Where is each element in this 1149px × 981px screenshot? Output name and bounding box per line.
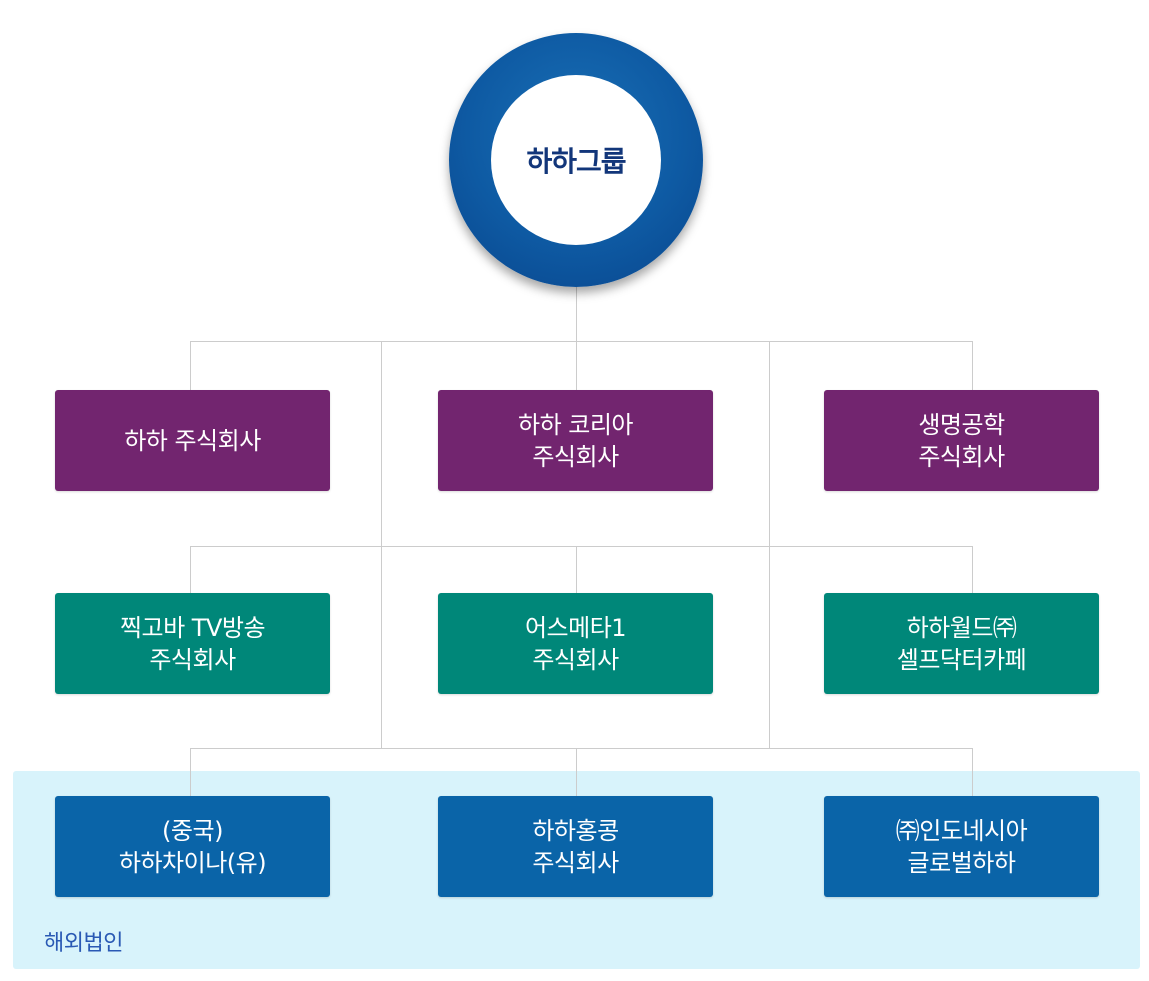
company-node-label: 찍고바 TV방송 주식회사 — [119, 613, 266, 674]
root-node-label: 하하그룹 — [526, 145, 626, 178]
root-node-center: 하하그룹 — [491, 75, 661, 245]
company-node-label: 하하홍콩 주식회사 — [532, 816, 619, 877]
company-node-label: 생명공학 주식회사 — [918, 410, 1005, 471]
company-node: 하하월드㈜ 셀프닥터카페 — [824, 593, 1099, 694]
company-node: 어스메타1 주식회사 — [438, 593, 713, 694]
overseas-company-node: ㈜인도네시아 글로벌하하 — [824, 796, 1099, 897]
company-node: 하하 코리아 주식회사 — [438, 390, 713, 491]
company-node-label: 어스메타1 주식회사 — [524, 613, 627, 674]
company-node-label: 하하 코리아 주식회사 — [517, 410, 634, 471]
company-node-label: 하하 주식회사 — [124, 426, 261, 455]
company-node-label: 하하월드㈜ 셀프닥터카페 — [896, 613, 1027, 674]
company-node-label: (중국) 하하차이나(유) — [118, 816, 267, 877]
overseas-company-node: (중국) 하하차이나(유) — [55, 796, 330, 897]
company-node: 하하 주식회사 — [55, 390, 330, 491]
root-node: 하하그룹 — [449, 33, 703, 287]
company-node: 생명공학 주식회사 — [824, 390, 1099, 491]
overseas-company-node: 하하홍콩 주식회사 — [438, 796, 713, 897]
company-node: 찍고바 TV방송 주식회사 — [55, 593, 330, 694]
company-node-label: ㈜인도네시아 글로벌하하 — [895, 816, 1028, 877]
overseas-region-label: 해외법인 — [44, 931, 123, 956]
